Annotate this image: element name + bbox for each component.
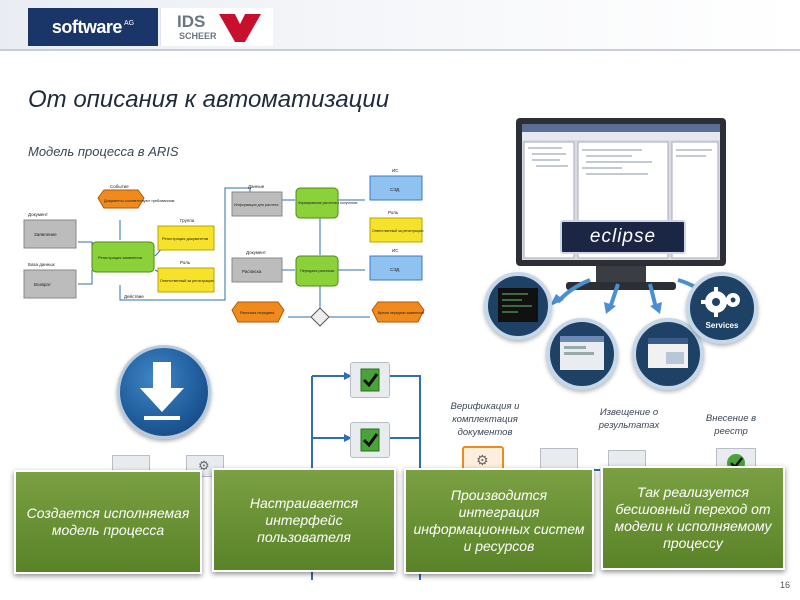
download-arrow-icon: [117, 345, 211, 439]
form-thumbnail: [546, 318, 618, 390]
dialog-thumbnail: [632, 318, 704, 390]
monitor-base: [566, 282, 676, 290]
check-task-tile: [350, 362, 390, 398]
aris-node-label: Формирование расчетов к получению: [298, 201, 358, 205]
aris-node-label: Расписка передана: [240, 311, 275, 315]
slide-subtitle: Модель процесса в ARIS: [28, 144, 179, 159]
label-verification: Верификация и комплектация документов: [450, 401, 520, 438]
label-registry: Внесение в реестр: [705, 413, 757, 437]
step-box-seamless: Так реализуется бесшовный переход от мод…: [601, 466, 785, 570]
header-divider: [0, 49, 800, 51]
software-logo-text: software: [51, 16, 123, 37]
aris-node-label: Возврат: [34, 282, 51, 287]
services-label: Services: [705, 321, 739, 330]
aris-node-label: Группа: [180, 218, 195, 223]
dialog-icon: [648, 338, 688, 368]
checkmark-document-icon: [360, 428, 380, 452]
aris-node-label: Передача расписки: [300, 269, 334, 273]
step-box-model: Создается исполняемая модель процесса: [14, 470, 202, 574]
aris-node-label: Время передачи заявлений: [378, 311, 424, 315]
eclipse-logo: eclipse: [560, 220, 686, 254]
aris-node-label: СЭД: [390, 187, 399, 192]
aris-node-label: Документы соответствуют требованиям: [104, 199, 175, 203]
page-number: 16: [779, 580, 790, 590]
gear-icon: ⚙: [476, 452, 489, 468]
aris-node-label: Документ: [246, 250, 266, 255]
aris-node-label: Регистрация документов: [162, 236, 208, 241]
console-thumbnail: [484, 272, 552, 340]
aris-node-label: Роль: [180, 260, 191, 265]
window-icon: [560, 336, 604, 370]
terminal-icon: [498, 288, 538, 322]
step-box-ui: Настраивается интерфейс пользователя: [212, 468, 396, 572]
aris-node-label: Ответственный за регистрацию: [160, 279, 214, 283]
aris-node-label: ИС: [392, 248, 399, 253]
ids-scheer-logo: IDS SCHEER: [160, 8, 273, 46]
aris-node-label: Роль: [388, 210, 399, 215]
aris-node-label: ИС: [392, 168, 399, 173]
step-box-integration: Производится интеграция информационных с…: [404, 468, 594, 574]
monitor-stand: [596, 266, 646, 284]
aris-node-label: Информация для расчета: [234, 203, 279, 207]
label-notification: Извещение о результатах: [598, 407, 660, 431]
ids-logo-text: IDS: [177, 12, 206, 31]
down-arrow-icon: [140, 362, 184, 420]
aris-document-nodes: [23, 219, 77, 299]
aris-node-label: СЭД: [390, 267, 399, 272]
aris-node-label: Регистрация заявления: [98, 255, 142, 260]
aris-node-label: Ответственный за регистрацию: [372, 229, 424, 233]
aris-node-label: Документ: [28, 212, 48, 217]
aris-node-label: Расписка: [242, 269, 262, 274]
aris-node-label: Заявление: [34, 232, 57, 237]
aris-node-label: Событие: [110, 184, 129, 189]
software-ag-logo: software AG: [28, 8, 158, 46]
checkmark-document-icon: [360, 368, 380, 392]
aris-node-label: База данных: [28, 262, 56, 267]
ids-scheer-mark-icon: [219, 14, 261, 42]
aris-process-model: Документ Заявление База данных Возврат С…: [23, 168, 425, 327]
check-task-tile: [350, 422, 390, 458]
aris-node-label: Данные: [248, 184, 265, 189]
gears-icon: [701, 287, 740, 317]
scheer-logo-text: SCHEER: [179, 31, 217, 41]
gear-icon: ⚙: [198, 458, 210, 473]
aris-node-label: Действие: [124, 293, 144, 299]
slide-title: От описания к автоматизации: [28, 86, 390, 113]
software-logo-ag: AG: [123, 19, 135, 27]
services-thumbnail: Services: [686, 272, 758, 344]
